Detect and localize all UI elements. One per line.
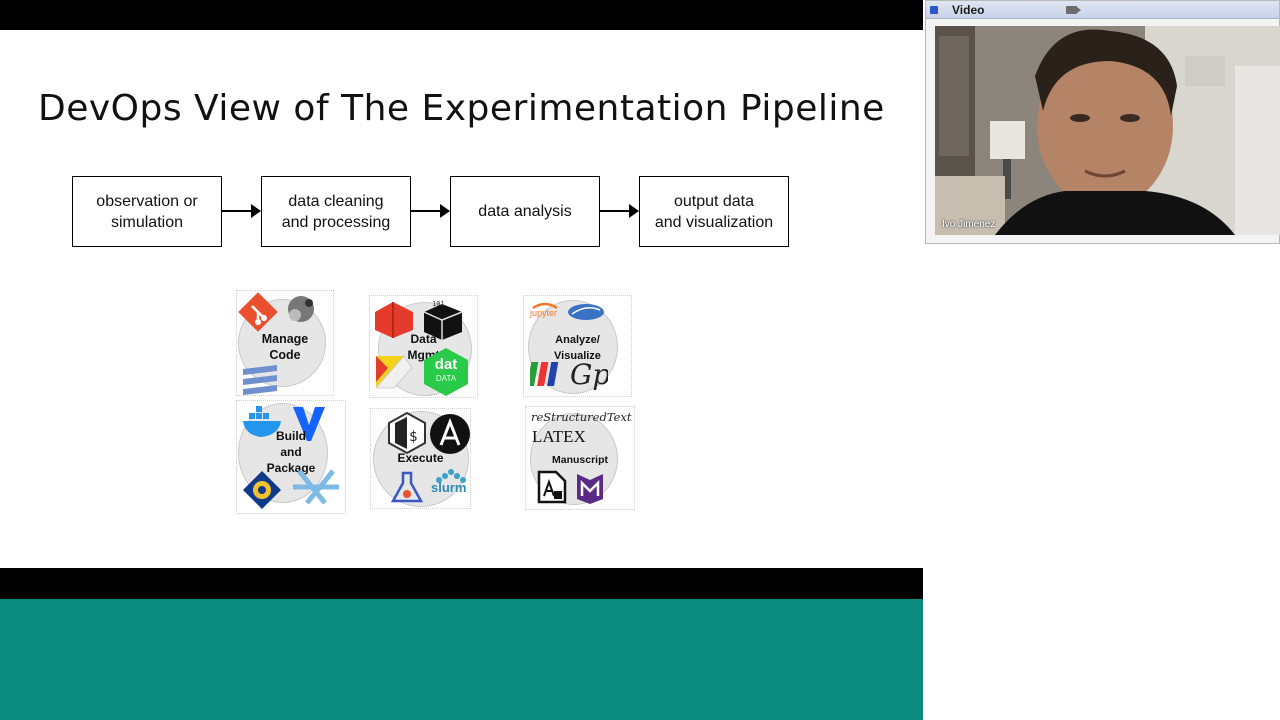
dat-logo-text: dat [434, 356, 458, 373]
ansible-icon [430, 414, 470, 454]
arrow-right-icon [411, 204, 450, 218]
git-lfs-icon [375, 302, 413, 338]
tool-label: Execute [397, 451, 444, 465]
tool-label: Manage Code [261, 332, 309, 362]
restructuredtext-label: reStructuredText [531, 410, 632, 424]
git-icon [238, 292, 278, 332]
tool-manuscript: reStructuredText LATEX Manuscript [525, 406, 635, 510]
svg-text:$: $ [409, 429, 417, 445]
webcam-feed: Ivo Jimenez [935, 26, 1280, 235]
slide-title: DevOps View of The Experimentation Pipel… [38, 88, 885, 129]
stage-data-analysis: data analysis [450, 176, 600, 247]
dat-logo-icon [424, 348, 468, 396]
video-titlebar[interactable]: Video [926, 1, 1279, 19]
webcam-image [935, 26, 1280, 235]
gnuplot-icon: Gp [570, 358, 608, 390]
dat-logo-subtext: DATA [435, 374, 457, 383]
jupyter-label: jupyter [530, 308, 558, 318]
arrow-right-icon [222, 204, 261, 218]
manubot-icon [577, 474, 603, 504]
nix-icon [293, 469, 339, 505]
mercurial-icon [288, 296, 314, 322]
stage-label: data cleaning and processing [281, 192, 391, 231]
docker-icon [243, 406, 281, 437]
stage-label: observation or simulation [96, 192, 198, 231]
tool-label: Analyze/ Visualize [554, 334, 601, 362]
arrow-right-icon [600, 204, 639, 218]
jupyter-icon [532, 302, 558, 310]
slide-top-bar [0, 0, 923, 30]
window-menu-icon[interactable] [930, 6, 938, 14]
flask-icon [390, 471, 424, 503]
svn-icon [243, 365, 277, 395]
stage-label: data analysis [478, 203, 572, 220]
python-scipy-icon [568, 304, 604, 320]
document-editor-icon [537, 470, 567, 504]
tool-execute: $ Execute slurm [370, 408, 471, 509]
tool-label: Manuscript [551, 454, 608, 466]
spack-icon [243, 471, 281, 509]
tool-analyze-visualize: jupyter Analyze/ Visualize Gp [523, 295, 632, 397]
slide-footer-band [0, 599, 923, 720]
tool-build-package: Build and Package [236, 400, 346, 514]
stage-data-cleaning: data cleaning and processing [261, 176, 411, 247]
presentation-slide: DevOps View of The Experimentation Pipel… [0, 0, 923, 720]
slide-bottom-bar [0, 568, 923, 599]
latex-label: LATEX [532, 427, 586, 446]
vagrant-icon [293, 407, 325, 441]
slurm-icon [436, 469, 466, 483]
tool-label: Build and Package [266, 429, 316, 475]
slurm-label: slurm [431, 480, 467, 495]
stage-output-visualization: output data and visualization [639, 176, 789, 247]
stage-observation: observation or simulation [72, 176, 222, 247]
video-window-title: Video [952, 3, 985, 17]
stage-label: output data and visualization [654, 192, 774, 231]
video-window[interactable]: Video Ivo Jimenez [925, 0, 1280, 244]
svg-text:101: 101 [432, 300, 445, 308]
tool-data-mgmt: 101 Data Mgmt dat DATA [369, 295, 478, 398]
bash-icon: $ [388, 411, 426, 455]
camera-icon[interactable] [1066, 6, 1081, 14]
box-icon: 101 [423, 300, 463, 340]
paraview-icon [530, 362, 559, 386]
tool-manage-code: Manage Code [236, 290, 334, 396]
kaggle-icon [374, 355, 413, 389]
participant-name: Ivo Jimenez [942, 219, 996, 230]
svg-text:Gp: Gp [570, 358, 608, 390]
